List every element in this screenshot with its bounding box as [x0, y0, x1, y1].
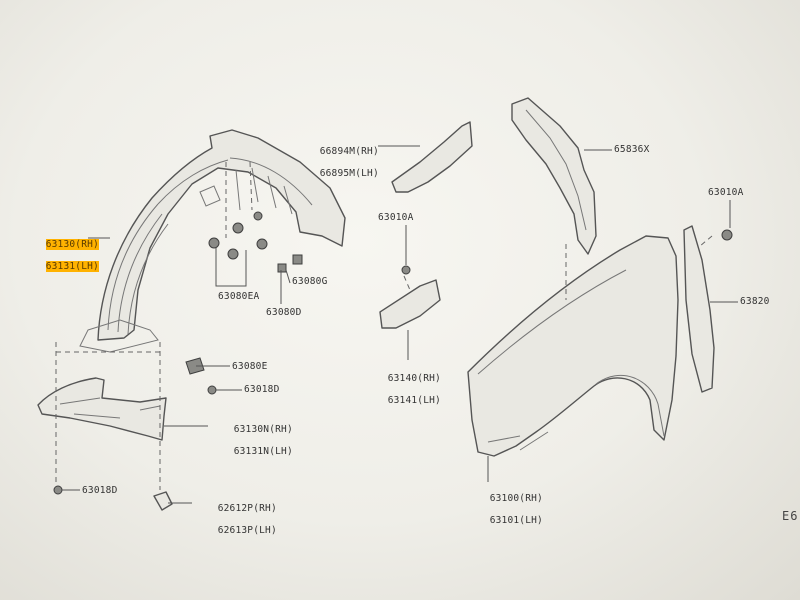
assembly-dash-lines — [55, 161, 713, 490]
callout-clip-d: 63080D — [266, 307, 302, 318]
callout-line: 63131(LH) — [45, 261, 99, 272]
callout-clip-a-right: 63010A — [708, 187, 744, 198]
callout-clip-e: 63080E — [232, 361, 268, 372]
fender-liner-part — [79, 129, 346, 353]
callout-clip-g: 63080G — [292, 276, 328, 287]
callout-screw-lower: 63018D — [82, 485, 118, 496]
callout-seal: 62612P(RH) 62613P(LH) — [194, 492, 277, 547]
insulator-part — [511, 97, 597, 255]
callout-line: 63141(LH) — [387, 395, 441, 406]
callout-cover-n: 63130N(RH) 63131N(LH) — [210, 413, 293, 468]
fender-bracket-part — [379, 265, 441, 329]
callout-rear-liner: 63130(RH) 63131(LH) — [22, 228, 99, 283]
callout-line: 63130N(RH) — [233, 424, 293, 435]
callout-line: 63140(RH) — [387, 373, 441, 384]
front-fender-part — [467, 235, 679, 457]
callout-line: 62612P(RH) — [217, 503, 277, 514]
fender-protector-part — [683, 225, 733, 393]
splash-cover-part — [37, 377, 167, 441]
callout-clip-a-mid: 63010A — [378, 212, 414, 223]
sheet-code: E6 — [782, 509, 799, 523]
callout-bracket-m: 66894M(RH) 66895M(LH) — [296, 135, 379, 190]
mud-guard-bracket-part — [391, 121, 473, 193]
callout-fender-bracket: 63140(RH) 63141(LH) — [364, 362, 441, 417]
callout-line: 63130(RH) — [45, 239, 99, 250]
callout-line: 63131N(LH) — [233, 446, 293, 457]
callout-line: 66894M(RH) — [319, 146, 379, 157]
callout-line: 63100(RH) — [489, 493, 543, 504]
callout-clip-ea: 63080EA — [218, 291, 260, 302]
leader-lines — [62, 145, 738, 504]
callout-line: 66895M(LH) — [319, 168, 379, 179]
callout-fender: 63100(RH) 63101(LH) — [466, 482, 543, 537]
screw-fasteners — [53, 385, 217, 495]
seal-part — [153, 491, 173, 511]
liner-clips — [185, 211, 303, 375]
callout-insulator: 65836X — [614, 144, 650, 155]
callout-line: 63101(LH) — [489, 515, 543, 526]
callout-screw-upper: 63018D — [244, 384, 280, 395]
callout-line: 62613P(LH) — [217, 525, 277, 536]
callout-protector: 63820 — [740, 296, 770, 307]
